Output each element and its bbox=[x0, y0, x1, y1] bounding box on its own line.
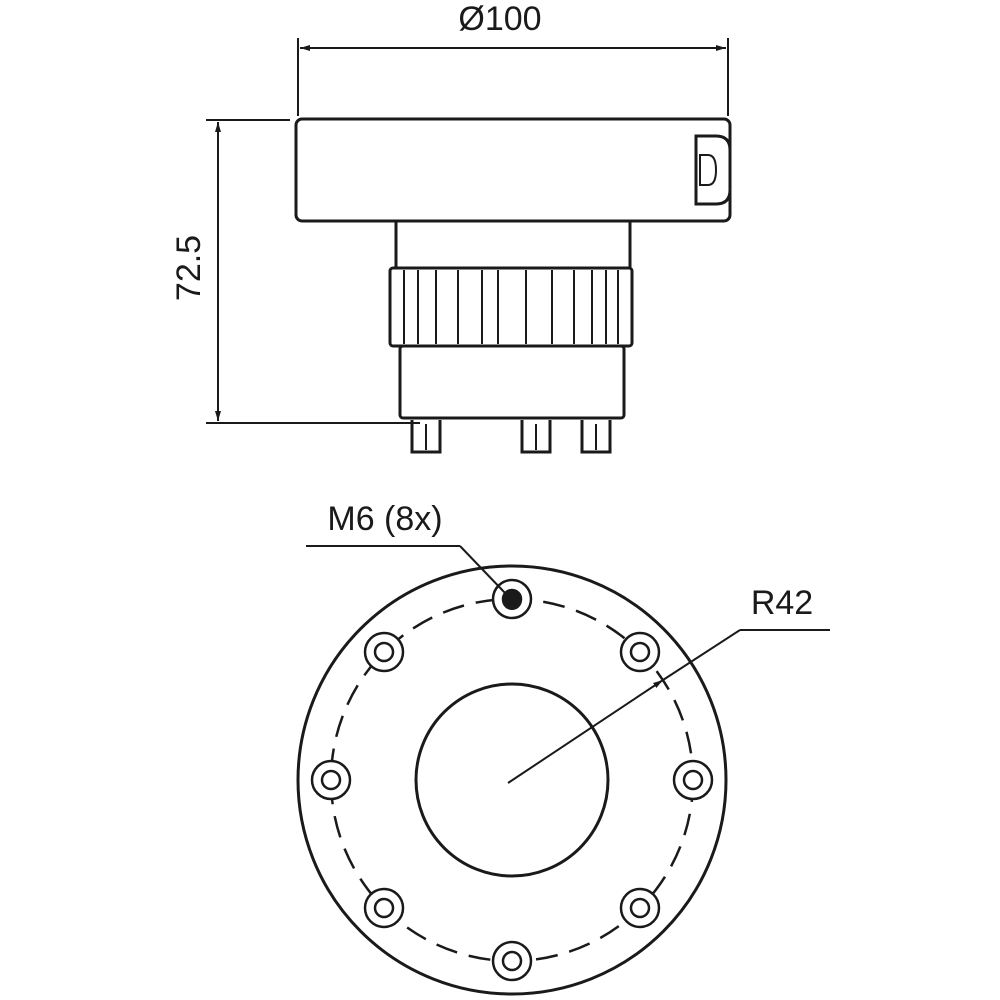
bolt-hole-thread bbox=[373, 897, 395, 919]
bolt-hole-thread bbox=[629, 641, 651, 663]
lower-body bbox=[398, 344, 626, 420]
bolt-hole bbox=[363, 631, 405, 673]
bolt-hole bbox=[310, 759, 352, 801]
bolt-hole-thread bbox=[629, 897, 651, 919]
knurled-ring bbox=[388, 266, 634, 348]
bolt-hole-thread bbox=[682, 769, 704, 791]
flange-tab bbox=[694, 134, 732, 206]
bolt-hole bbox=[363, 887, 405, 929]
height-dimension: 72.5 bbox=[170, 119, 420, 424]
diameter-label: Ø100 bbox=[458, 0, 541, 38]
bolt-hole bbox=[491, 940, 533, 982]
center-bore bbox=[414, 682, 610, 878]
thread-leader-dot bbox=[502, 590, 522, 610]
pins bbox=[410, 420, 612, 454]
pin bbox=[580, 420, 612, 454]
bolt-hole-thread bbox=[501, 950, 523, 972]
pin bbox=[410, 420, 442, 454]
bolt-hole bbox=[619, 631, 661, 673]
diameter-dimension: Ø100 bbox=[297, 0, 729, 116]
top-view: M6 (8x) R42 bbox=[296, 500, 830, 996]
bolt-hole bbox=[672, 759, 714, 801]
side-view: Ø100 72.5 bbox=[170, 0, 732, 454]
radius-leader-line bbox=[507, 679, 664, 784]
flange-tab-detail bbox=[699, 154, 718, 186]
radius-callout: R42 bbox=[507, 584, 830, 784]
radius-label: R42 bbox=[751, 584, 813, 622]
thread-callout: M6 (8x) bbox=[306, 500, 522, 610]
flange-body bbox=[294, 117, 732, 223]
bolt-hole bbox=[619, 887, 661, 929]
radius-leader-extension bbox=[662, 629, 741, 681]
pin bbox=[520, 420, 552, 454]
knurl-lines bbox=[403, 270, 619, 344]
outer-flange-circle bbox=[296, 564, 728, 996]
height-label: 72.5 bbox=[170, 235, 208, 301]
bolt-hole-thread bbox=[373, 641, 395, 663]
bolt-hole-thread bbox=[320, 769, 342, 791]
thread-label: M6 (8x) bbox=[327, 500, 442, 538]
thread-leader-line bbox=[459, 545, 507, 595]
